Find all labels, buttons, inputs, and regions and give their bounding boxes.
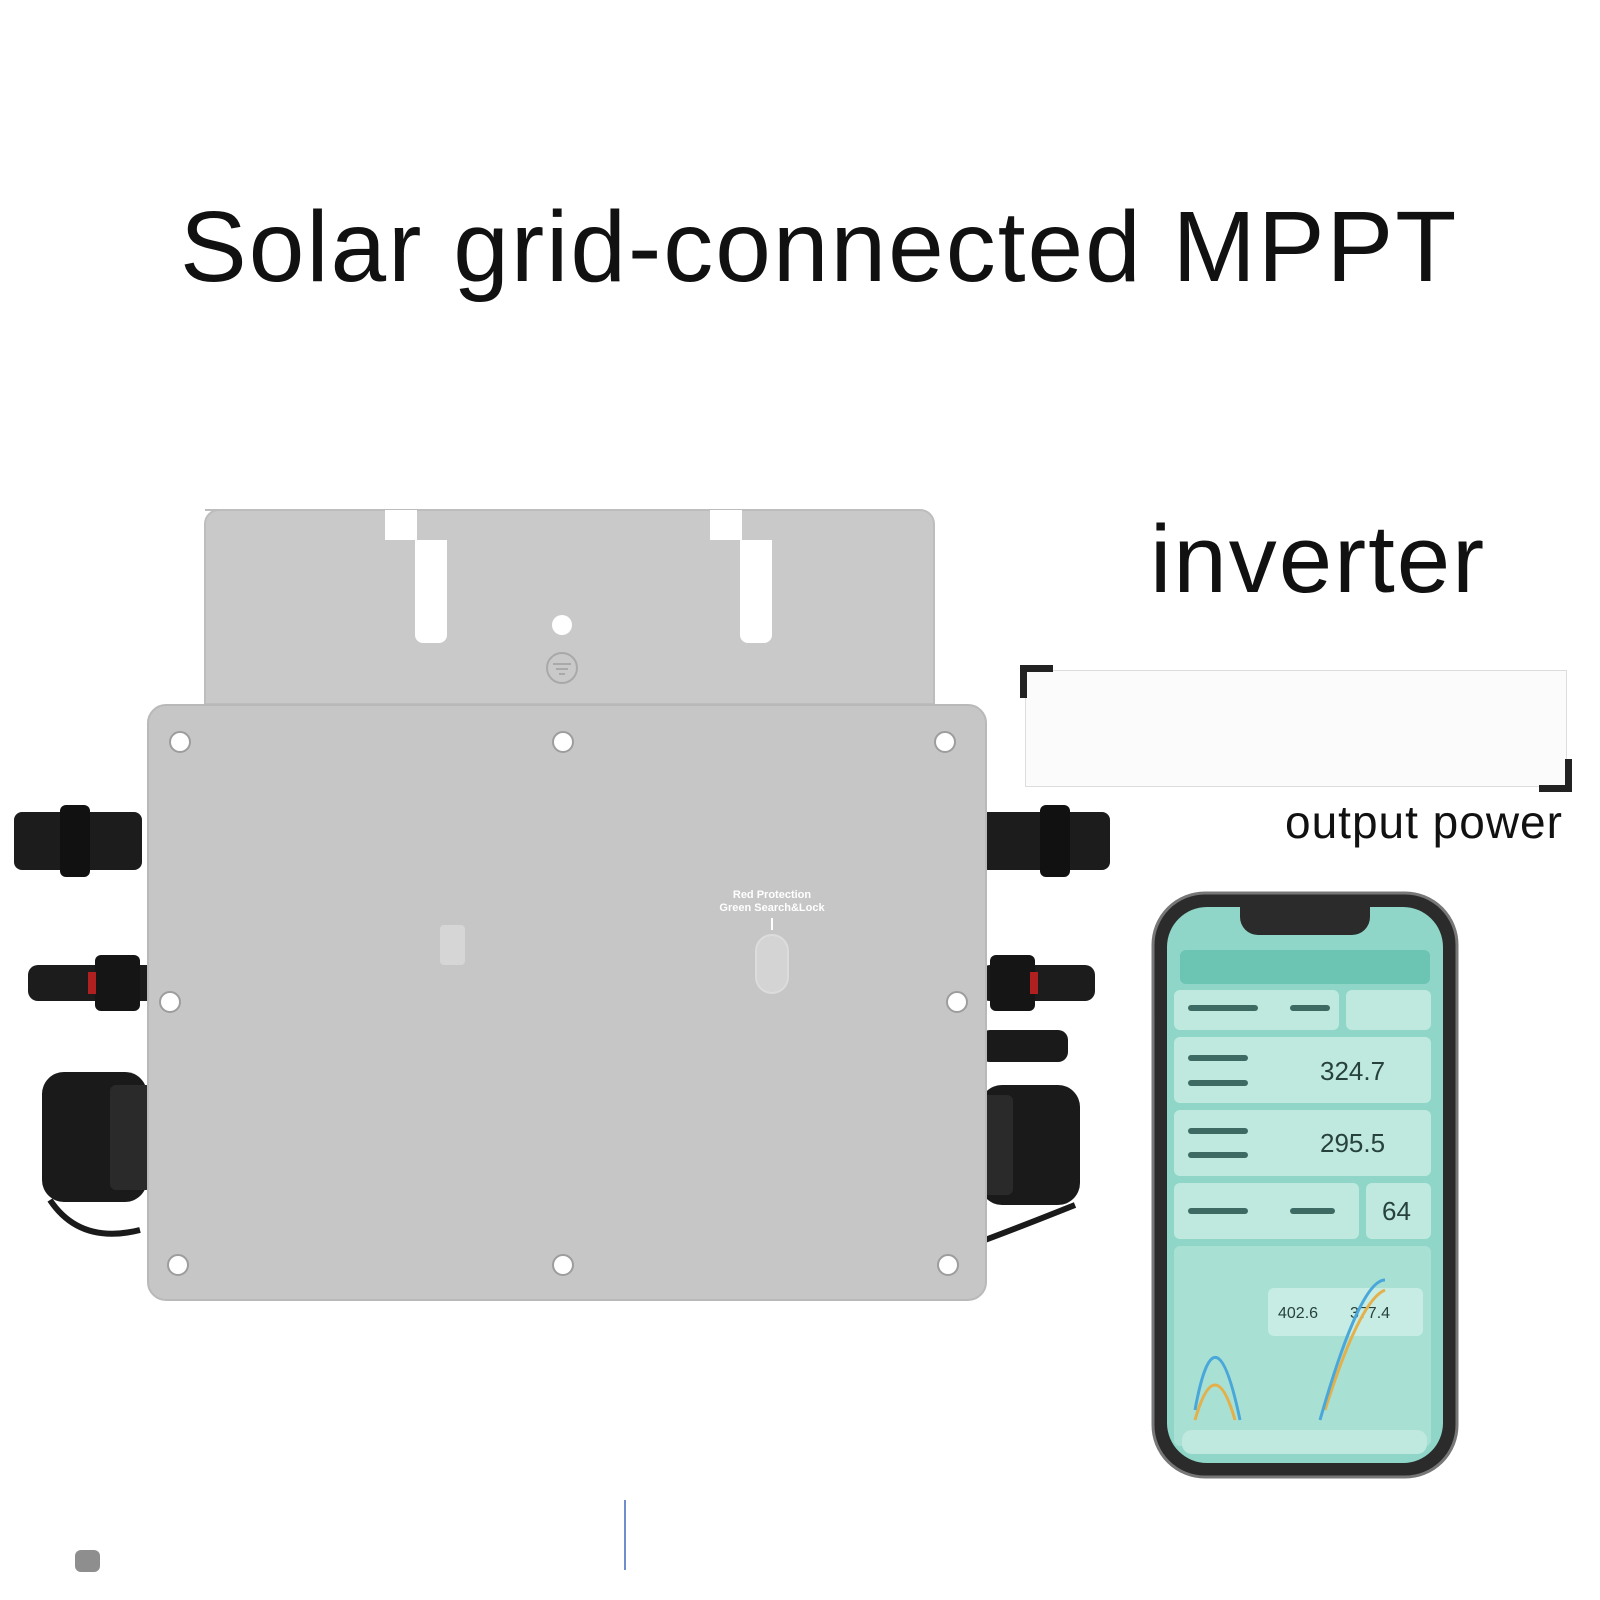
app-pv-power: 324.7 <box>1320 1056 1385 1086</box>
body-marking <box>440 925 465 965</box>
ground-symbol <box>546 652 578 684</box>
inverter-body <box>147 704 987 1301</box>
bracket-slot-left <box>385 510 447 643</box>
status-label-line-2: Green Search&Lock <box>719 902 825 914</box>
bracket-slot-right <box>710 510 772 643</box>
frame-corner-top-left <box>1020 665 1053 698</box>
app-card-temp <box>1366 1183 1431 1239</box>
app-card-chart <box>1174 1246 1431 1446</box>
page-title: Solar grid-connected MPPT <box>180 191 1459 303</box>
page-subtitle: inverter <box>1150 506 1487 613</box>
ac-cable-gland-right <box>975 1085 1080 1243</box>
status-label-line-1: Red Protection <box>733 889 812 901</box>
app-ac-power: 295.5 <box>1320 1128 1385 1158</box>
dc-connector-left-2 <box>28 955 158 1011</box>
phone-notch <box>1240 907 1370 935</box>
dc-connector-left-1 <box>14 805 142 877</box>
smartphone: 324.7 295.5 64 402.6 377.4 <box>1151 891 1459 1479</box>
dc-connector-right-2 <box>980 955 1095 1011</box>
frame-corner-bottom-right <box>1539 759 1572 792</box>
app-bottom-tabs <box>1182 1430 1427 1454</box>
bracket-hole <box>552 615 572 635</box>
app-card-pv <box>1174 1037 1431 1103</box>
ac-cable-gland-left <box>42 1072 152 1237</box>
status-led <box>755 934 789 994</box>
app-stat-1: 402.6 <box>1278 1305 1318 1322</box>
mounting-bracket <box>204 509 935 705</box>
app-temperature: 64 <box>1382 1196 1411 1226</box>
dc-connector-right-1 <box>980 805 1110 877</box>
app-card-today <box>1174 1183 1359 1239</box>
output-power-frame <box>1020 665 1572 792</box>
antenna <box>980 1030 1068 1062</box>
body-screws <box>159 731 968 1276</box>
output-power-caption: output power <box>1285 796 1563 848</box>
app-card-ac <box>1174 1110 1431 1176</box>
